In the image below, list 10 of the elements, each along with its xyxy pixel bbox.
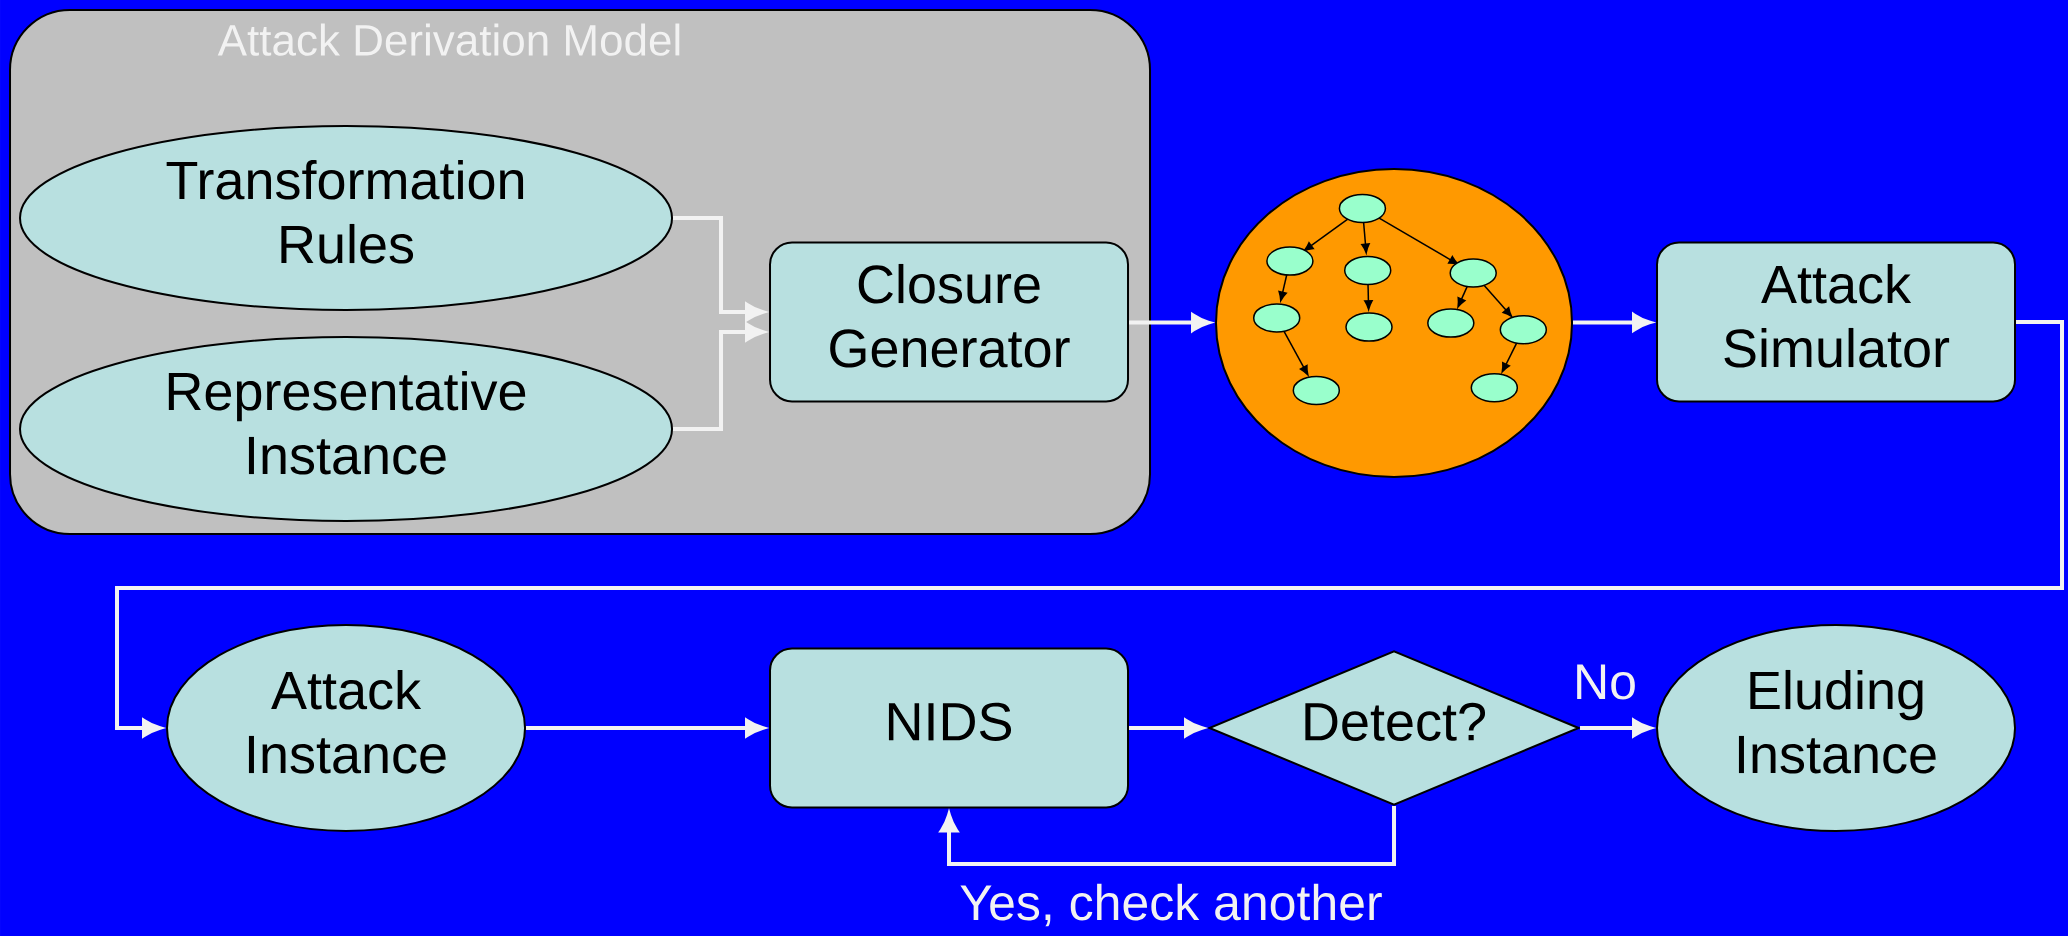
arrow: [115, 320, 2064, 738]
edge-label: Yes, check another: [957, 881, 1385, 929]
process-box: Attack Simulator: [1656, 241, 2016, 403]
process-box: Closure Generator: [769, 241, 1129, 403]
ellipse-node: Representative Instance: [19, 336, 673, 522]
ellipse-node: Attack Instance: [166, 624, 526, 832]
ellipse-node: Eluding Instance: [1656, 624, 2016, 832]
arrow: [939, 806, 1396, 866]
ellipse-node: Transformation Rules: [19, 125, 673, 311]
process-box: NIDS: [769, 647, 1129, 809]
